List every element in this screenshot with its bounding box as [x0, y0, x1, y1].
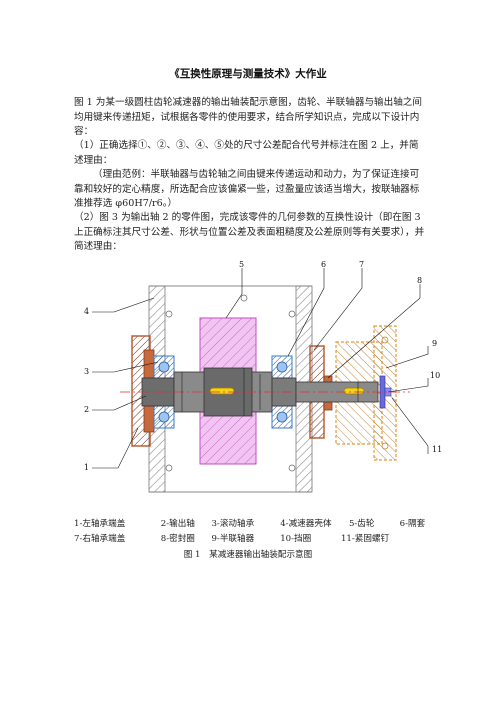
legend-item: 11-紧固螺钉 — [340, 534, 390, 544]
legend-item: 5-齿轮 — [348, 519, 375, 529]
legend-item: 10-挡圈 — [280, 534, 312, 544]
paragraph-task-2-text: （2）图 3 为输出轴 2 的零件图，完成该零件的几何参数的互换性设计（即在图 … — [74, 212, 425, 252]
callout-5: 5 — [239, 260, 244, 269]
callout-8: 8 — [417, 276, 422, 285]
right-bearing — [271, 355, 293, 429]
callout-10: 10 — [430, 371, 440, 380]
callout-3: 3 — [84, 367, 89, 376]
callout-2: 2 — [84, 405, 89, 414]
paragraph-intro: 图 1 为某一级圆柱齿轮减速器的输出轴装配示意图，齿轮、半联轴器与输出轴之间均用… — [74, 96, 426, 140]
callout-leaders — [92, 268, 429, 469]
legend-item: 7-右轴承端盖 — [74, 534, 126, 544]
figure-caption: 图 1 某减速器输出轴装配示意图 — [183, 550, 313, 560]
dimension-lines — [181, 368, 359, 416]
paragraph-example-text: （理由范例：半联轴器与齿轮轴之间由键来传递运动和动力，为了保证连接可靠和较好的定… — [74, 169, 420, 209]
callout-1: 1 — [84, 463, 89, 472]
paragraph-task-1: （1）正确选择①、②、③、④、⑤处的尺寸公差配合代号并标注在图 2 上，并简述理… — [74, 139, 426, 168]
legend-item: 4-减速器壳体 — [280, 519, 332, 529]
legend-item: 3-滚动轴承 — [211, 519, 255, 529]
callout-11: 11 — [432, 445, 442, 454]
left-bearing — [153, 355, 175, 429]
keys — [209, 387, 365, 395]
callout-6: 6 — [321, 260, 326, 269]
paragraph-task-1-text: （1）正确选择①、②、③、④、⑤处的尺寸公差配合代号并标注在图 2 上，并简述理… — [74, 140, 419, 166]
legend-row-2: 7-右轴承端盖 8-密封圈 9-半联轴器 10-挡圈 11-紧固螺钉 — [74, 532, 454, 544]
legend-row-1: 1-左轴承端盖 2-输出轴 3-滚动轴承 4-减速器壳体 5-齿轮 6-隔套 — [74, 517, 454, 529]
document-title: 《互换性原理与测量技术》大作业 — [169, 68, 327, 80]
assembly-drawing: 1 2 3 4 5 6 7 8 9 10 11 — [84, 260, 442, 493]
callout-7: 7 — [359, 260, 364, 269]
legend-item: 6-隔套 — [399, 519, 426, 529]
legend-item: 8-密封圈 — [160, 534, 195, 544]
callout-9: 9 — [432, 339, 437, 348]
callout-4: 4 — [84, 307, 89, 316]
legend-item: 1-左轴承端盖 — [74, 519, 126, 529]
legend-item: 2-输出轴 — [160, 519, 195, 529]
paragraph-example: （理由范例：半联轴器与齿轮轴之间由键来传递运动和动力，为了保证连接可靠和较好的定… — [74, 168, 426, 212]
legend-item: 9-半联轴器 — [211, 534, 255, 544]
paragraph-intro-text: 图 1 为某一级圆柱齿轮减速器的输出轴装配示意图，齿轮、半联轴器与输出轴之间均用… — [74, 97, 422, 137]
paragraph-task-2: （2）图 3 为输出轴 2 的零件图，完成该零件的几何参数的互换性设计（即在图 … — [74, 211, 426, 255]
